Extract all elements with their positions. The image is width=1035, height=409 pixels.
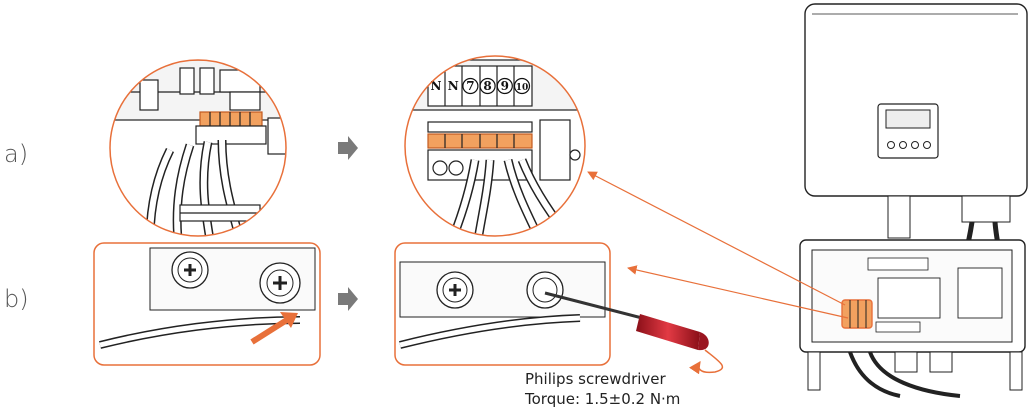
gland-tightening-panel: [93, 242, 321, 366]
callout-arrow-gland: [627, 265, 849, 319]
terminal-circle: [513, 77, 531, 95]
screwdriver-icon: [544, 291, 724, 375]
terminal-circle: [496, 77, 513, 95]
terminal-label: N: [448, 79, 459, 93]
callout-arrow-terminals: [587, 171, 846, 306]
terminal-circle: [462, 77, 479, 95]
step-a-label: a): [4, 140, 29, 168]
inverter-unit: [804, 3, 1028, 256]
next-arrow-a: [338, 136, 358, 160]
terminal-label: 9: [501, 79, 509, 93]
terminal-circle: [479, 77, 496, 95]
screwdriver-panel: [394, 242, 611, 366]
tool-note: Philips screwdriver Torque: 1.5±0.2 N·m: [525, 369, 680, 409]
wiring-box: [799, 239, 1026, 398]
zoom-circle-terminal-block: [109, 59, 287, 237]
terminal-label: N: [431, 79, 442, 93]
tool-name: Philips screwdriver: [525, 370, 666, 388]
terminal-label: 8: [483, 79, 491, 93]
step-b-label: b): [4, 285, 29, 313]
torque-value: Torque: 1.5±0.2 N·m: [525, 390, 681, 408]
terminal-label: 7: [466, 79, 474, 93]
terminal-label: 10: [516, 83, 529, 93]
next-arrow-b: [338, 287, 358, 311]
